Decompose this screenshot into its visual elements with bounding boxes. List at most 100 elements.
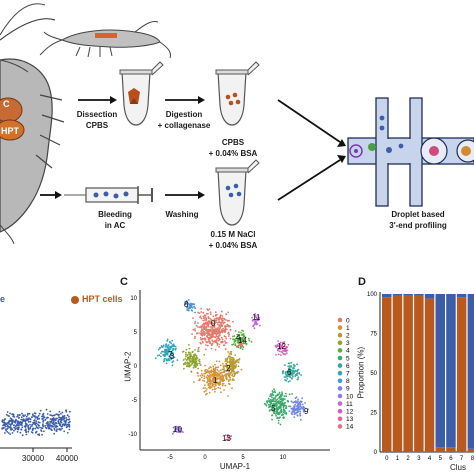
umap-point (174, 348, 177, 351)
umap-point (215, 366, 217, 369)
umap-point (204, 338, 207, 340)
bar-x-tick: 0 (385, 456, 389, 462)
umap-point (228, 382, 230, 385)
umap-point (214, 382, 217, 385)
umap-point (165, 362, 168, 365)
umap-point (187, 299, 190, 301)
umap-point (176, 431, 178, 433)
umap-point (182, 350, 185, 353)
umap-point (200, 311, 203, 313)
umap-point (301, 407, 304, 409)
umap-point (224, 373, 227, 376)
umap-point (274, 413, 277, 415)
umap-point (170, 351, 173, 354)
umap-point (298, 408, 300, 411)
umap-point (275, 354, 277, 356)
umap-point (281, 391, 283, 393)
umap-point (279, 343, 282, 346)
umap-point (160, 355, 162, 358)
scatter-point (24, 414, 26, 417)
scatter-point (58, 413, 60, 416)
umap-point (242, 330, 245, 332)
umap-x-tick: 0 (203, 455, 207, 461)
umap-point (209, 311, 212, 314)
umap-point (245, 343, 248, 346)
umap-point (224, 365, 227, 368)
umap-point (194, 322, 196, 325)
umap-point (293, 416, 296, 418)
umap-point (280, 354, 282, 356)
umap-point (214, 380, 217, 382)
umap-point (217, 330, 220, 332)
scatter-point (13, 416, 16, 418)
umap-point (227, 380, 230, 382)
umap-point (292, 376, 294, 378)
umap-point (208, 375, 211, 378)
umap-point (282, 370, 285, 372)
umap-point (209, 366, 212, 368)
scatter-point (61, 411, 64, 414)
umap-point (205, 344, 207, 346)
umap-point (268, 399, 271, 402)
umap-point (206, 379, 209, 381)
umap-point (274, 408, 277, 410)
umap-point (274, 391, 276, 394)
umap-point (282, 408, 285, 410)
umap-point (221, 320, 224, 323)
umap-point (278, 412, 280, 415)
umap-legend-label: 14 (346, 424, 354, 431)
umap-point (269, 393, 272, 396)
umap-point (199, 337, 202, 339)
scatter-point (13, 424, 15, 427)
scatter-point (9, 419, 12, 422)
bar-y-tick: 25 (370, 411, 377, 417)
umap-point (194, 320, 197, 323)
umap-point (268, 410, 271, 412)
umap-point (286, 349, 289, 352)
bar-ylabel: Proportion (%) (356, 346, 366, 399)
umap-point (200, 307, 203, 310)
umap-point (218, 337, 220, 340)
umap-point (225, 363, 228, 366)
umap-point (230, 435, 233, 437)
label-cpbs-medium: CPBS (85, 121, 109, 130)
umap-point (219, 321, 222, 324)
umap-point (209, 318, 212, 320)
scatter-point (33, 412, 36, 415)
umap-cluster-label: 14 (238, 336, 247, 345)
scatter-point (51, 414, 54, 417)
umap-point (209, 342, 211, 344)
scatter-point (55, 413, 58, 415)
umap-point (291, 411, 294, 414)
umap-point (239, 341, 242, 344)
umap-point (243, 335, 246, 338)
umap-point (227, 395, 229, 397)
umap-point (206, 321, 208, 324)
umap-point (172, 343, 175, 346)
scatter-point (63, 424, 66, 427)
umap-point (171, 345, 173, 347)
umap-point (304, 402, 306, 404)
umap-point (285, 405, 288, 408)
scatter-point (50, 421, 52, 424)
scatter-point (19, 423, 22, 426)
scatter-point (43, 416, 46, 419)
umap-point (192, 358, 195, 361)
umap-legend-label: 11 (346, 401, 353, 408)
umap-point (275, 415, 277, 417)
umap-point (254, 313, 257, 315)
umap-point (307, 408, 309, 411)
umap-point (255, 316, 258, 319)
umap-point (287, 365, 290, 368)
tube-digested-cells (215, 61, 260, 126)
scatter-point (68, 421, 70, 424)
scatter-point (66, 414, 69, 417)
umap-point (209, 313, 212, 315)
scatter-point (63, 417, 66, 419)
umap-point (210, 376, 212, 379)
scatter-point (11, 432, 14, 434)
scatter-point (4, 432, 6, 434)
scatter-point (65, 419, 68, 422)
